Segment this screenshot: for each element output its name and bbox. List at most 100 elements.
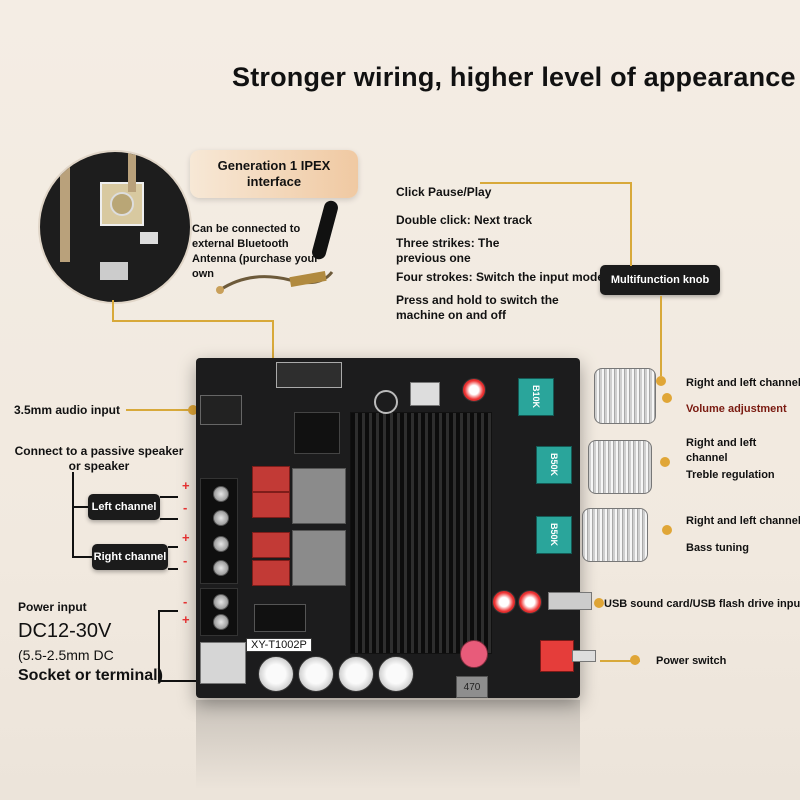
audio-input-label: 3.5mm audio input bbox=[14, 403, 121, 417]
volume-pot: B10K bbox=[518, 378, 554, 416]
volume-channel-label: Right and left channel bbox=[686, 377, 800, 389]
connector-line bbox=[660, 296, 662, 376]
pointer-dot bbox=[660, 457, 670, 467]
capacitor-block bbox=[252, 492, 290, 518]
red-capacitor bbox=[462, 378, 486, 402]
bass-channel-label: Right and left channel bbox=[686, 515, 800, 527]
power-input-label: Power input bbox=[18, 600, 87, 614]
bass-pot: B50K bbox=[536, 516, 572, 554]
ipex-callout: Generation 1 IPEX interface bbox=[190, 150, 358, 198]
socket-spec-label: (5.5-2.5mm DC bbox=[18, 647, 114, 663]
polarity-plus: + bbox=[182, 612, 190, 627]
power-switch-label: Power switch bbox=[656, 655, 727, 667]
multifunction-knob-badge: Multifunction knob bbox=[600, 265, 720, 295]
treble-channel-label: Right and left channel bbox=[686, 437, 757, 464]
treble-pot: B50K bbox=[536, 446, 572, 484]
inductor-block bbox=[292, 468, 346, 524]
electrolytic-capacitor bbox=[338, 656, 374, 692]
terminal-screw bbox=[213, 594, 229, 610]
inductor-block bbox=[292, 530, 346, 586]
connector-line bbox=[160, 496, 178, 498]
connector-line bbox=[168, 546, 178, 548]
knob-four-label: Four strokes: Switch the input mode bbox=[396, 270, 605, 284]
model-label: XY-T1002P bbox=[246, 638, 312, 652]
connector-line bbox=[158, 610, 178, 612]
terminal-screw bbox=[213, 486, 229, 502]
pointer-dot bbox=[662, 525, 672, 535]
board-reflection bbox=[196, 700, 580, 800]
bass-label: Bass tuning bbox=[686, 542, 749, 554]
inductor-label: 470 bbox=[456, 676, 488, 698]
knob-click-label: Click Pause/Play bbox=[396, 185, 492, 199]
connector-line bbox=[272, 320, 274, 378]
dsp-chip bbox=[294, 412, 340, 454]
switch-lever[interactable] bbox=[572, 650, 596, 662]
component-outline bbox=[374, 390, 398, 414]
capacitor-block bbox=[252, 532, 290, 558]
socket-terminal-label: Socket or terminal) bbox=[18, 667, 163, 684]
connector-line bbox=[126, 409, 190, 411]
red-capacitor bbox=[492, 590, 516, 614]
connector-line bbox=[72, 472, 74, 558]
smd-component bbox=[100, 262, 128, 280]
connector-line bbox=[158, 610, 160, 680]
right-channel-badge: Right channel bbox=[92, 544, 168, 570]
connector-line bbox=[480, 182, 630, 184]
polarity-minus: - bbox=[183, 553, 188, 568]
volume-knob[interactable] bbox=[594, 368, 656, 424]
pointer-dot bbox=[188, 405, 198, 415]
voltage-label: DC12-30V bbox=[18, 620, 112, 642]
electrolytic-capacitor bbox=[378, 656, 414, 692]
knob-three-label: Three strikes: The previous one bbox=[396, 236, 500, 265]
connector-line bbox=[630, 182, 632, 266]
electrolytic-capacitor bbox=[258, 656, 294, 692]
electrolytic-capacitor bbox=[298, 656, 334, 692]
polarity-plus: + bbox=[182, 530, 190, 545]
pointer-dot bbox=[656, 376, 666, 386]
diode bbox=[254, 604, 306, 632]
ipex-socket bbox=[110, 192, 134, 216]
connector-line bbox=[72, 506, 88, 508]
treble-knob[interactable] bbox=[588, 440, 652, 494]
audio-jack bbox=[200, 395, 242, 425]
antenna-cable-icon bbox=[216, 270, 334, 294]
pointer-dot bbox=[662, 393, 672, 403]
terminal-screw bbox=[213, 614, 229, 630]
terminal-screw bbox=[213, 560, 229, 576]
power-switch[interactable] bbox=[540, 640, 574, 672]
regulator-chip bbox=[410, 382, 440, 406]
connector-line bbox=[158, 680, 198, 682]
smd-component bbox=[140, 232, 158, 244]
ipex-closeup-image bbox=[38, 150, 192, 304]
connector-line bbox=[112, 320, 272, 322]
terminal-screw bbox=[213, 536, 229, 552]
capacitor-pink bbox=[460, 640, 488, 668]
polarity-minus: - bbox=[183, 594, 188, 609]
connector-line bbox=[160, 518, 178, 520]
volume-adjustment-label: Volume adjustment bbox=[686, 403, 787, 415]
heatsink bbox=[350, 412, 492, 654]
pointer-dot bbox=[594, 598, 604, 608]
bluetooth-module bbox=[276, 362, 342, 388]
passive-speaker-label: Connect to a passive speaker or speaker bbox=[14, 444, 184, 473]
dc-socket bbox=[200, 642, 246, 684]
bass-knob[interactable] bbox=[582, 508, 648, 562]
knob-double-label: Double click: Next track bbox=[396, 213, 533, 227]
pointer-dot bbox=[630, 655, 640, 665]
ipex-connector bbox=[100, 182, 144, 226]
capacitor-block bbox=[252, 466, 290, 492]
red-capacitor bbox=[518, 590, 542, 614]
treble-label: Treble regulation bbox=[686, 469, 775, 481]
connector-line bbox=[600, 660, 640, 662]
connector-line bbox=[72, 556, 92, 558]
left-channel-badge: Left channel bbox=[88, 494, 160, 520]
usb-port[interactable] bbox=[548, 592, 592, 610]
polarity-minus: - bbox=[183, 500, 188, 515]
ipex-description: Can be connected to external Bluetooth A… bbox=[192, 223, 319, 280]
usb-input-label: USB sound card/USB flash drive input bbox=[604, 598, 800, 610]
pcb-trace bbox=[128, 152, 136, 192]
connector-line bbox=[168, 568, 178, 570]
connector-line bbox=[112, 300, 114, 320]
knob-hold-label: Press and hold to switch the machine on … bbox=[396, 293, 559, 322]
polarity-plus: + bbox=[182, 478, 190, 493]
